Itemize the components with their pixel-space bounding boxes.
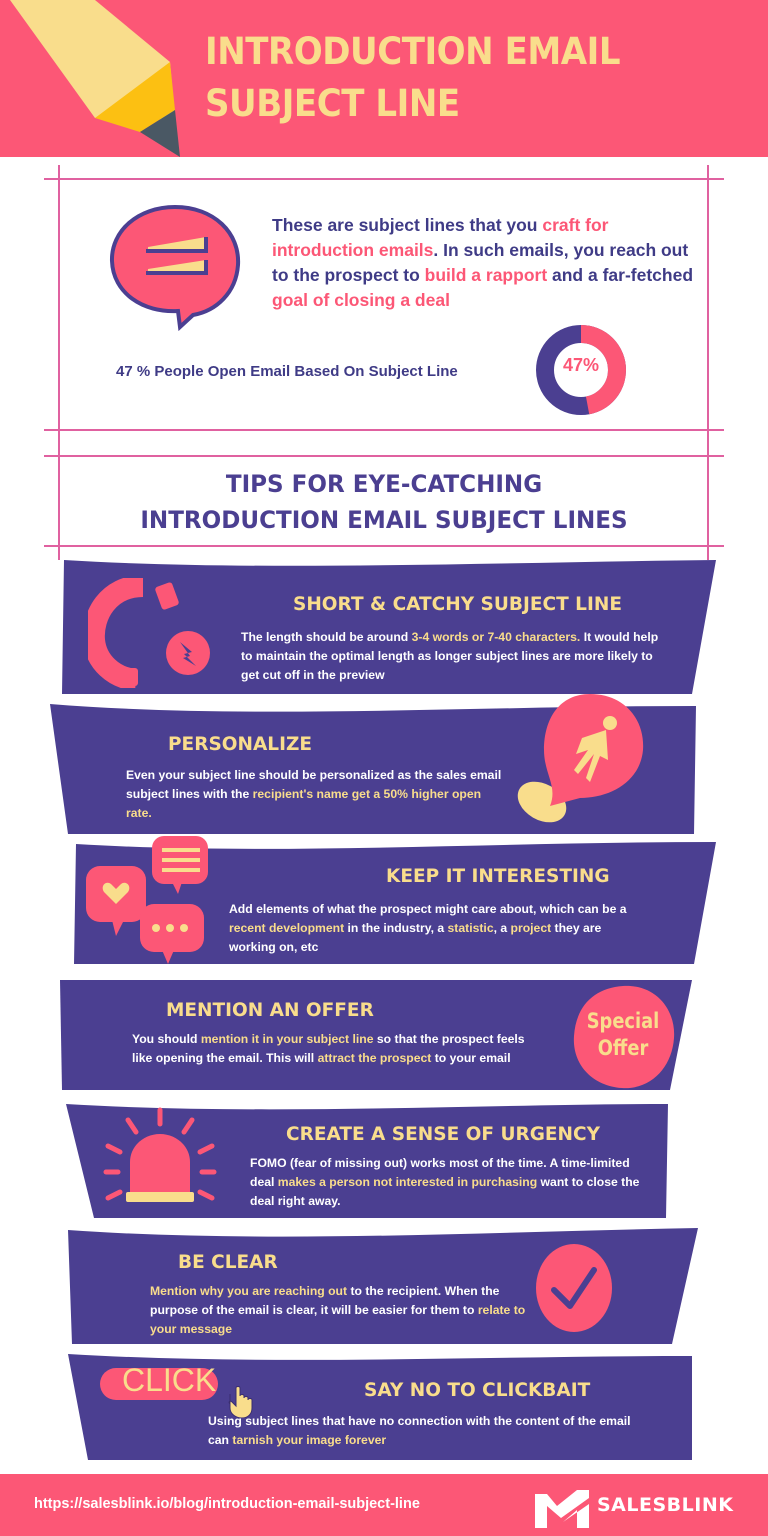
tip-text: Using subject lines that have no connect… — [208, 1414, 631, 1447]
badge-line-1: Special — [586, 1009, 660, 1033]
tip-highlight: recipient's name get a 50% higher open r… — [126, 787, 482, 820]
source-url-link[interactable]: https://salesblink.io/blog/introduction-… — [34, 1496, 420, 1512]
location-person-icon — [517, 694, 644, 823]
tip-text: in the industry, a — [344, 921, 448, 935]
tip-text: Even your subject line should be persona… — [126, 768, 502, 801]
tip-highlight: recent development — [229, 921, 345, 935]
speech-bubble-icon — [109, 204, 241, 331]
tip-body: You should mention it in your subject li… — [132, 1030, 532, 1068]
intro-text: . In such emails, you reach out to the p… — [272, 240, 689, 285]
intro-highlight: build a rapport — [424, 265, 548, 285]
badge-line-2: Offer — [597, 1036, 649, 1060]
tip-title: BE CLEAR — [178, 1252, 278, 1273]
tip-text: FOMO (fear of missing out) works most of… — [250, 1156, 630, 1189]
tip-text: Add elements of what the prospect might … — [229, 902, 627, 916]
tip-body: The length should be around 3-4 words or… — [241, 628, 661, 685]
tip-title: SHORT & CATCHY SUBJECT LINE — [293, 594, 622, 615]
tip-highlight: statistic — [447, 921, 494, 935]
tip-title: MENTION AN OFFER — [166, 1000, 374, 1021]
title-line-1: INTRODUCTION EMAIL — [205, 30, 621, 73]
tip-body: Using subject lines that have no connect… — [208, 1412, 648, 1450]
tip-highlight: attract the prospect — [317, 1051, 432, 1065]
pencil-icon — [10, 0, 180, 157]
divider — [44, 545, 724, 547]
tip-body: Add elements of what the prospect might … — [229, 900, 639, 957]
tip-card-be-clear: BE CLEAR Mention why you are reaching ou… — [66, 1226, 706, 1346]
tip-body: Even your subject line should be persona… — [126, 766, 506, 823]
tip-highlight: project — [510, 921, 552, 935]
divider — [58, 165, 60, 560]
tip-title: PERSONALIZE — [168, 734, 313, 755]
tip-card-keep-interesting: KEEP IT INTERESTING Add elements of what… — [72, 836, 722, 968]
header-banner: INTRODUCTION EMAIL SUBJECT LINE — [0, 0, 768, 157]
tip-highlight: Mention why you are reaching out — [150, 1284, 348, 1298]
tip-text: The length should be around — [241, 630, 412, 644]
tip-body: Mention why you are reaching out to the … — [150, 1282, 530, 1339]
donut-chart — [536, 325, 626, 415]
checkmark-icon — [536, 1244, 612, 1332]
intro-text: These are subject lines that you — [272, 215, 543, 235]
tip-highlight: makes a person not interested in purchas… — [277, 1175, 538, 1189]
magnet-icon — [88, 578, 210, 688]
tip-card-urgency: CREATE A SENSE OF URGENCY FOMO (fear of … — [64, 1100, 714, 1220]
tip-card-clickbait: CLICK SAY NO TO CLICKBAIT Using subject … — [66, 1352, 696, 1462]
tip-text: , a — [493, 921, 511, 935]
divider — [44, 455, 724, 457]
footer: https://salesblink.io/blog/introduction-… — [0, 1474, 768, 1536]
tip-highlight: tarnish your image forever — [232, 1433, 387, 1447]
chat-bubbles-icon — [86, 836, 208, 964]
donut-value: 47% — [562, 355, 600, 375]
divider — [44, 429, 724, 431]
divider — [44, 178, 724, 180]
tip-card-mention-offer: Special Offer MENTION AN OFFER You shoul… — [58, 978, 708, 1092]
click-label: CLICK — [122, 1362, 217, 1398]
tips-heading-line-1: TIPS FOR EYE-CATCHING — [225, 470, 543, 498]
special-offer-badge-icon — [573, 985, 675, 1089]
tips-heading: TIPS FOR EYE-CATCHING INTRODUCTION EMAIL… — [60, 466, 709, 538]
tip-text: You should — [132, 1032, 201, 1046]
special-offer-label: Special Offer — [576, 1008, 670, 1062]
intro-highlight: goal of closing a deal — [272, 290, 450, 310]
tips-heading-line-2: INTRODUCTION EMAIL SUBJECT LINES — [140, 506, 628, 534]
tip-text: to your email — [431, 1051, 511, 1065]
tip-title: KEEP IT INTERESTING — [386, 866, 610, 887]
tip-card-short-catchy: SHORT & CATCHY SUBJECT LINE The length s… — [60, 558, 720, 696]
salesblink-logo-icon — [535, 1490, 589, 1528]
tip-title: SAY NO TO CLICKBAIT — [364, 1380, 591, 1401]
stat-caption: 47 % People Open Email Based On Subject … — [116, 363, 458, 380]
tip-highlight: 3-4 words or 7-40 characters. — [411, 630, 581, 644]
click-button-icon — [100, 1368, 253, 1418]
tip-title: CREATE A SENSE OF URGENCY — [286, 1124, 600, 1145]
tip-card-personalize: PERSONALIZE Even your subject line shoul… — [50, 694, 700, 838]
brand-name: SALESBLINK — [597, 1494, 734, 1516]
tip-body: FOMO (fear of missing out) works most of… — [250, 1154, 650, 1211]
tip-text: to the recipient. When the purpose of th… — [150, 1284, 500, 1317]
intro-text: and a far-fetched — [547, 265, 694, 285]
alarm-siren-icon — [103, 1107, 217, 1202]
tip-text: It would help to maintain the optimal le… — [241, 630, 659, 682]
divider — [707, 165, 709, 560]
intro-highlight: craft for introduction emails — [272, 215, 609, 260]
tip-text: want to close the deal right away. — [250, 1175, 640, 1208]
tip-text: they are working on, etc — [229, 921, 602, 954]
tip-highlight: relate to your message — [150, 1303, 526, 1336]
intro-description: These are subject lines that you craft f… — [272, 213, 702, 313]
page-title: INTRODUCTION EMAIL SUBJECT LINE — [205, 26, 621, 130]
tip-text: so that the prospect feels like opening … — [132, 1032, 525, 1065]
title-line-2: SUBJECT LINE — [205, 82, 460, 125]
tip-highlight: mention it in your subject line — [200, 1032, 374, 1046]
